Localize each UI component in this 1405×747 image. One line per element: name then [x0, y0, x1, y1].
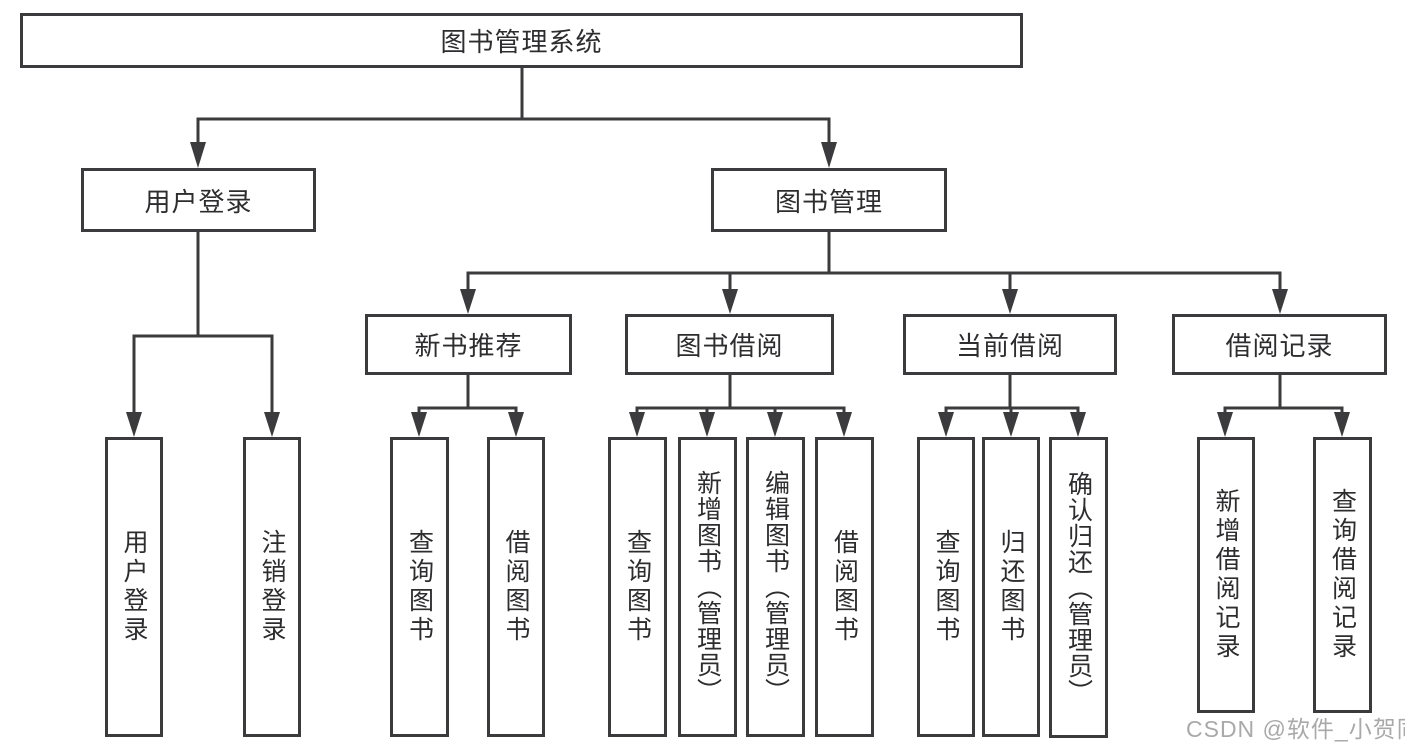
leaf-user-login: 用户登录: [105, 437, 163, 737]
leaf-label: 新增借阅记录: [1212, 488, 1240, 662]
node-book-management: 图书管理: [711, 168, 947, 232]
leaf-label: 注销登录: [258, 529, 286, 645]
node-new-book-recommendation: 新书推荐: [365, 314, 572, 375]
leaf-label: 查询图书: [623, 529, 652, 645]
node-borrowing-records: 借阅记录: [1172, 314, 1387, 375]
leaf-label: 编辑图书（管理员）: [761, 470, 790, 704]
leaf-label: 用户登录: [120, 529, 148, 645]
node-book-borrowing: 图书借阅: [625, 314, 834, 375]
node-label: 新书推荐: [414, 331, 523, 361]
leaf-query-borrow-record: 查询借阅记录: [1313, 437, 1372, 713]
leaf-label: 查询图书: [932, 529, 960, 645]
leaf-edit-books-admin: 编辑图书（管理员）: [746, 437, 805, 737]
node-label: 图书管理系统: [440, 27, 603, 57]
node-user-login: 用户登录: [81, 168, 316, 232]
node-current-borrowing: 当前借阅: [903, 314, 1117, 375]
leaf-return-books: 归还图书: [982, 437, 1040, 737]
leaf-label: 新增图书（管理员）: [693, 470, 722, 704]
leaf-label: 借阅图书: [830, 529, 859, 645]
leaf-label: 借阅图书: [502, 529, 530, 645]
leaf-query-books-newbook: 查询图书: [390, 437, 449, 737]
node-label: 图书借阅: [675, 331, 784, 361]
node-library-management-system: 图书管理系统: [20, 13, 1023, 68]
leaf-borrow-books: 借阅图书: [815, 437, 874, 737]
leaf-label: 查询图书: [405, 529, 434, 645]
leaf-confirm-return-admin: 确认归还（管理员）: [1049, 437, 1108, 738]
node-label: 用户登录: [144, 186, 253, 217]
node-label: 当前借阅: [955, 331, 1064, 361]
leaf-label: 确认归还（管理员）: [1064, 470, 1093, 705]
leaf-query-books-current: 查询图书: [917, 437, 975, 737]
csdn-watermark: CSDN @软件_小贺同学: [1186, 716, 1405, 742]
leaf-label: 查询借阅记录: [1328, 488, 1357, 662]
leaf-logout: 注销登录: [243, 437, 301, 737]
node-label: 借阅记录: [1225, 331, 1334, 361]
leaf-add-borrow-record: 新增借阅记录: [1197, 437, 1255, 713]
leaf-query-books-borrow: 查询图书: [608, 437, 667, 737]
node-label: 图书管理: [774, 186, 883, 217]
leaf-label: 归还图书: [997, 529, 1025, 645]
leaf-add-books-admin: 新增图书（管理员）: [678, 437, 737, 737]
leaf-borrow-books-newbook: 借阅图书: [487, 437, 545, 737]
